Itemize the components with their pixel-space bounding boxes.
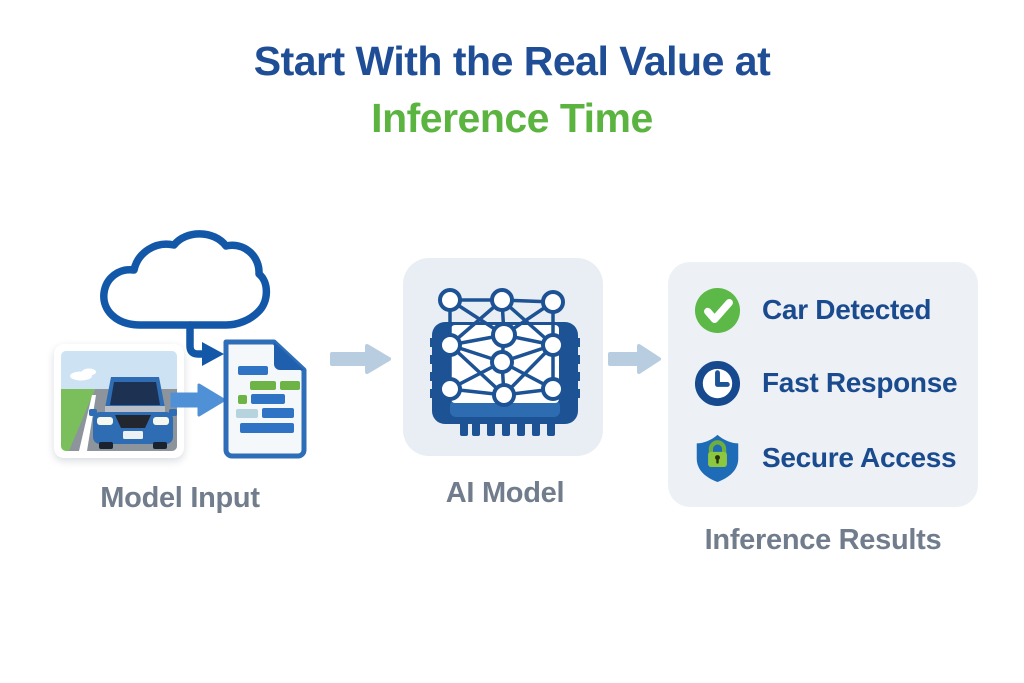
- input-to-document-arrow-icon: [170, 383, 226, 417]
- result-row-secure-access: Secure Access: [694, 433, 978, 483]
- result-row-fast-response: Fast Response: [694, 360, 978, 407]
- result-label: Secure Access: [762, 441, 957, 473]
- clock-icon: [694, 360, 741, 406]
- shield-lock-icon: [696, 434, 739, 482]
- page-title: Start With the Real Value at Inference T…: [0, 33, 1024, 148]
- flow-arrow-1-icon: [330, 344, 391, 374]
- cloud-icon: [100, 230, 271, 366]
- car-photo: [54, 344, 184, 458]
- neural-network-chip-icon: [430, 288, 580, 436]
- stage-label-ai-model: AI Model: [445, 477, 565, 509]
- document-icon: [223, 339, 307, 459]
- result-label: Car Detected: [762, 294, 932, 325]
- title-line-1: Start With the Real Value at: [253, 38, 771, 84]
- stage-label-inference-results: Inference Results: [704, 524, 942, 556]
- check-icon: [694, 287, 741, 333]
- title-line-2: Inference Time: [371, 95, 653, 142]
- inference-results-card: Car Detected Fast Response Secure Access: [668, 262, 978, 507]
- result-label: Fast Response: [762, 367, 958, 398]
- stage-label-model-input: Model Input: [100, 482, 260, 514]
- flow-arrow-2-icon: [608, 344, 661, 374]
- result-row-car-detected: Car Detected: [694, 287, 978, 334]
- car-photo-scene: [61, 351, 177, 451]
